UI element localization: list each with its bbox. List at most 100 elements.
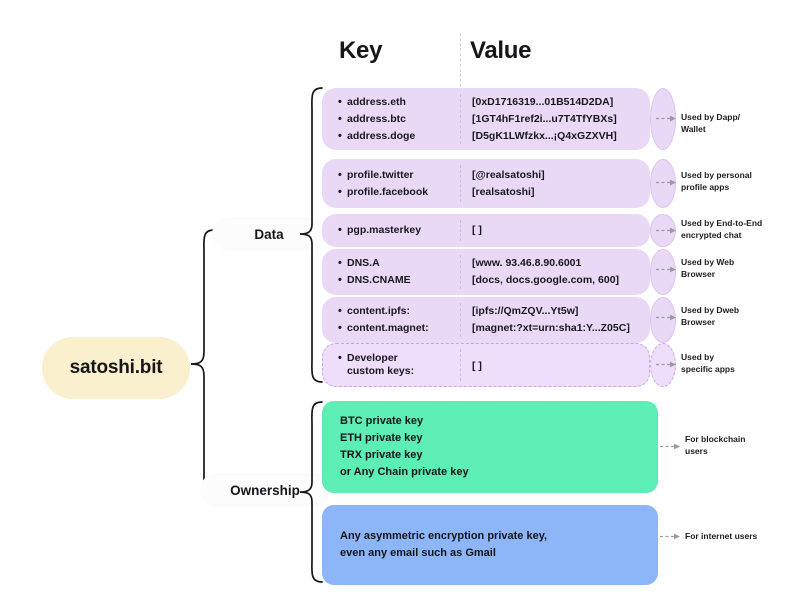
- data-row-pgp: • pgp.masterkey [ ]: [322, 214, 676, 247]
- key-label: DNS.CNAME: [347, 274, 411, 286]
- group-label-data: Data: [212, 217, 326, 251]
- ownership-box-internet-keys: Any asymmetric encryption private key, e…: [322, 505, 658, 585]
- row-keys: • address.eth • address.btc • address.doge: [338, 88, 462, 150]
- value-label: [ ]: [472, 359, 482, 372]
- annotation-label: For blockchain users: [685, 434, 746, 456]
- annotation-label: Used by End-to-End encrypted chat: [681, 218, 763, 240]
- annotation-arrow: [656, 115, 676, 122]
- key-label: address.btc: [347, 112, 406, 125]
- annotation-label: Used by personal profile apps: [681, 170, 752, 192]
- data-row-address: •address.eth •address.btc •address.doge …: [322, 88, 676, 150]
- data-row-dns: •DNS.A • DNS.CNAME [www. 93.46.8.90.6001 …: [322, 249, 676, 295]
- data-row-profile: • profile.twitter • profile.facebook [@rea…: [322, 159, 676, 208]
- row-keys: •DNS.A • DNS.CNAME: [338, 249, 462, 295]
- bullet-icon: •: [338, 352, 342, 364]
- key-item: • DNS.CNAME: [338, 274, 462, 287]
- row-values: [0xD1716319...01B514D2DA] [1GT4hF1ref2i.…: [472, 88, 652, 150]
- bullet-icon: •: [338, 257, 342, 269]
- value-label: [magnet:?xt=urn:sha1:Y...Z05C]: [472, 322, 630, 334]
- annotation-label: Used by Dapp/ Wallet: [681, 112, 741, 134]
- key-item: • address.btc: [338, 113, 462, 126]
- bullet-icon: •: [338, 129, 342, 142]
- row-values: [@realsatoshi] [realsatoshi]: [472, 159, 652, 208]
- key-label: pgp.masterkey: [347, 224, 422, 236]
- row-keys: • profile.twitter • profile.facebook: [338, 159, 462, 208]
- bullet-icon: •: [338, 185, 342, 198]
- group-data-label: Data: [254, 226, 284, 242]
- bullet-icon: •: [338, 224, 342, 236]
- key-item: • pgp.masterkey: [338, 224, 462, 237]
- root-node-label: satoshi.bit: [69, 357, 163, 378]
- annotation-arrow: [660, 443, 680, 450]
- ownership-line: Any asymmetric encryption private key,: [340, 530, 548, 542]
- bullet-icon: •: [338, 112, 342, 125]
- cylinder-body: [322, 159, 650, 208]
- column-header-value: Value: [470, 37, 532, 64]
- key-label: content.ipfs:: [347, 305, 410, 317]
- annotation-label: Used by Dweb Browser: [681, 305, 740, 327]
- row-divider: [460, 165, 461, 202]
- row-values: [www. 93.46.8.90.6001 [docs, docs.google…: [472, 249, 652, 295]
- annotation-label: Used by Web Browser: [681, 257, 735, 279]
- ownership-line: or Any Chain private key: [340, 466, 469, 478]
- ownership-line: TRX private key: [340, 449, 423, 461]
- value-label: [www. 93.46.8.90.6001: [472, 257, 582, 269]
- cylinder-body: [322, 249, 650, 295]
- row-values: [ ]: [472, 343, 652, 387]
- annotation-arrow: [656, 227, 676, 234]
- root-node-satoshi-bit: satoshi.bit: [42, 337, 190, 399]
- value-label: [docs, docs.google.com, 600]: [472, 274, 620, 286]
- column-header-key: Key: [339, 37, 383, 64]
- row-keys: • Developer custom keys:: [338, 343, 462, 387]
- row-values: [ ]: [472, 214, 652, 247]
- key-item: • address.eth: [338, 96, 462, 109]
- value-label: [1GT4hF1ref2i...u7T4TfYBXs]: [472, 112, 617, 125]
- key-label: Developer custom keys:: [347, 352, 415, 377]
- annotation-label: For internet users: [685, 531, 758, 541]
- key-item: •DNS.A: [338, 257, 462, 270]
- bullet-icon: •: [338, 305, 342, 317]
- key-label: profile.twitter: [347, 168, 414, 181]
- key-item: •content.magnet:: [338, 322, 462, 335]
- ownership-line: ETH private key: [340, 432, 423, 444]
- bullet-icon: •: [338, 168, 342, 181]
- value-label: [@realsatoshi]: [472, 168, 545, 181]
- key-item: • address.doge: [338, 130, 462, 143]
- value-label: [D5gK1LWfzkx...¡Q4xGZXVH]: [472, 129, 617, 142]
- row-divider: [460, 255, 461, 289]
- row-divider: [460, 349, 461, 381]
- bullet-icon: •: [338, 274, 342, 286]
- annotation-arrow: [656, 179, 676, 186]
- value-label: [realsatoshi]: [472, 185, 535, 198]
- key-item: • profile.twitter: [338, 169, 462, 182]
- key-item: • Developer custom keys:: [338, 352, 462, 378]
- cylinder-cap: [650, 249, 676, 295]
- value-label: [ipfs://QmZQV...Yt5w]: [472, 305, 579, 317]
- annotation-arrow: [656, 266, 676, 273]
- cylinder-body: [322, 88, 650, 150]
- value-label: [0xD1716319...01B514D2DA]: [472, 95, 614, 108]
- ownership-line: even any email such as Gmail: [340, 547, 496, 559]
- header-divider: [460, 33, 461, 87]
- key-label: address.doge: [347, 129, 416, 142]
- ownership-line: BTC private key: [340, 415, 424, 427]
- row-divider: [460, 303, 461, 337]
- data-row-content: • content.ipfs: •content.magnet: [ipfs://…: [322, 297, 676, 343]
- row-keys: • pgp.masterkey: [338, 214, 462, 247]
- key-label: profile.facebook: [347, 185, 429, 198]
- bullet-icon: •: [338, 95, 342, 108]
- row-divider: [460, 94, 461, 144]
- annotation-arrow: [656, 361, 676, 368]
- annotation-arrow: [660, 533, 680, 540]
- key-item: • profile.facebook: [338, 186, 462, 199]
- data-row-developer-custom-keys: • Developer custom keys: [ ]: [322, 343, 676, 387]
- key-label: address.eth: [347, 95, 406, 108]
- bullet-icon: •: [338, 322, 342, 334]
- cylinder-cap: [650, 297, 676, 343]
- cylinder-body: [322, 297, 650, 343]
- value-label: [ ]: [472, 224, 482, 236]
- group-ownership-label: Ownership: [230, 482, 300, 498]
- annotation-arrow: [656, 314, 676, 321]
- cylinder-body: [322, 214, 650, 247]
